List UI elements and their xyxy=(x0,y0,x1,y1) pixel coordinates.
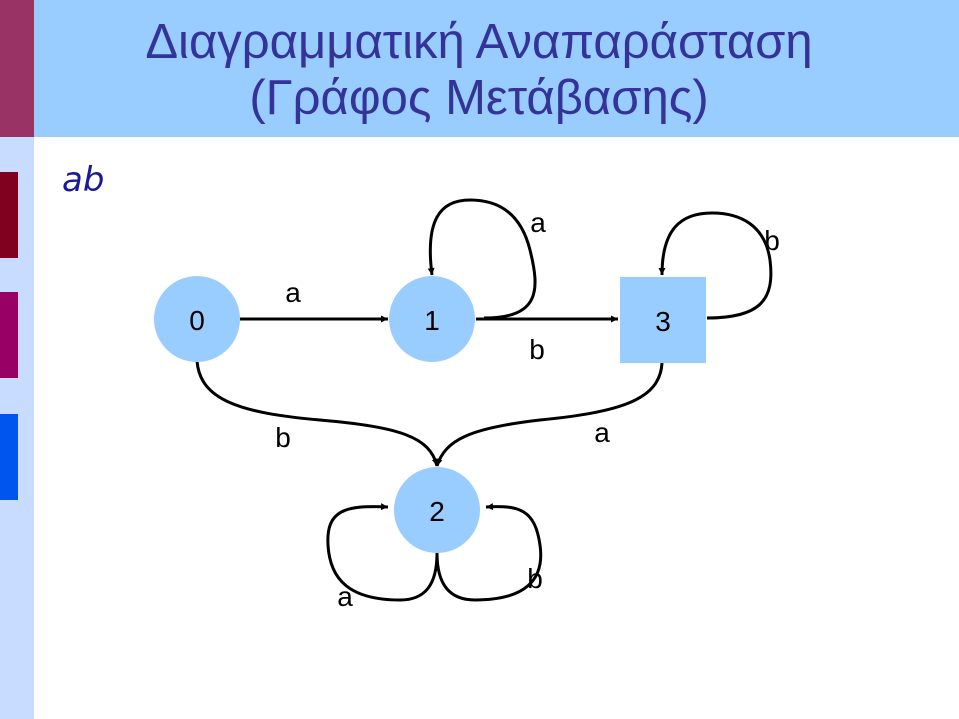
title-line-1: Διαγραμματική Αναπαράσταση xyxy=(145,15,813,69)
node-1: 1 xyxy=(389,276,475,362)
edge-1-1-loop xyxy=(427,198,537,320)
edge-3-2 xyxy=(435,362,664,467)
edge-2-2-label-a: a xyxy=(337,581,353,612)
node-0-label: 0 xyxy=(189,305,205,336)
node-3: 3 xyxy=(620,277,706,363)
edge-2-2-loop-a xyxy=(326,503,439,602)
node-3-label: 3 xyxy=(655,306,671,337)
edge-1-1-label: a xyxy=(530,207,546,238)
node-2-label: 2 xyxy=(429,496,445,527)
title-line-2: (Γράφος Μετάβασης) xyxy=(249,71,709,125)
edge-0-2-label: b xyxy=(275,422,291,453)
edge-0-1-label: a xyxy=(285,277,301,308)
node-2: 2 xyxy=(394,467,480,553)
regex-label: ab xyxy=(62,160,105,200)
edge-3-3-label: b xyxy=(764,225,780,256)
edge-1-3-label: b xyxy=(529,334,545,365)
left-strip-top-block xyxy=(0,0,34,137)
slide-title: Διαγραμματική Αναπαράσταση (Γράφος Μετάβ… xyxy=(34,14,924,126)
edge-3-3-loop xyxy=(658,211,773,320)
left-decor-strip xyxy=(0,0,34,719)
node-1-label: 1 xyxy=(424,305,440,336)
edge-0-2 xyxy=(195,360,439,467)
edge-3-2-label: a xyxy=(594,417,610,448)
edge-2-2-loop-b xyxy=(435,503,543,602)
accent-bar-2 xyxy=(0,292,18,378)
slide-header xyxy=(34,0,959,137)
node-0: 0 xyxy=(154,276,240,362)
accent-bar-3 xyxy=(0,414,18,500)
edge-2-2-label-b: b xyxy=(527,563,543,594)
accent-bar-1 xyxy=(0,172,18,258)
